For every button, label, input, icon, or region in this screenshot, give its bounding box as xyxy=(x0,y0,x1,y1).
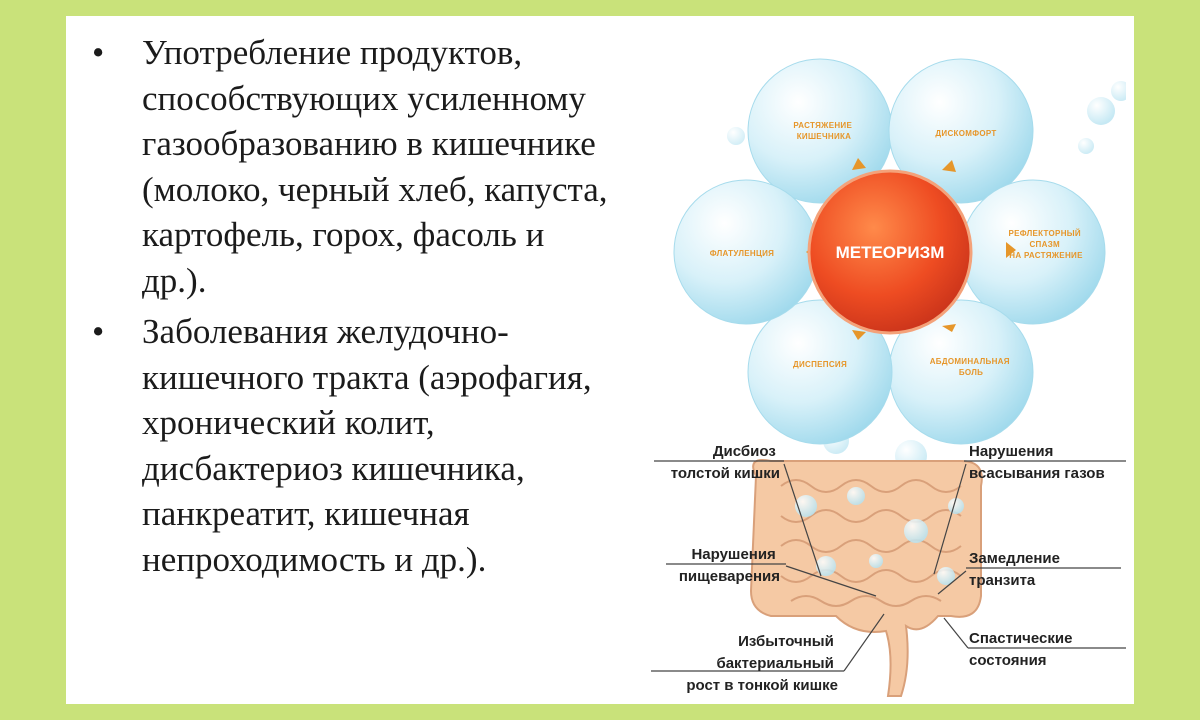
cause-spastic: состояния xyxy=(969,652,1047,669)
bullet-text: Употребление продуктов, способствующих у… xyxy=(142,33,608,300)
svg-text:Замедление транзита: Замедление транзита xyxy=(969,550,1064,589)
svg-text:Нарушения всасывания газ: Нарушения всасывания газов xyxy=(969,443,1105,482)
svg-text:Нарушения пищеварения: Нарушения пищеварения xyxy=(679,546,780,585)
pointer-lines xyxy=(651,460,1126,672)
svg-text:РЕФЛЕКТОРНЫЙ СПАЗМ: РЕФЛЕКТОРНЫЙ СПАЗМ НА РАСТЯЖЕНИЕ xyxy=(1009,229,1084,260)
cause-digestion: пищеварения xyxy=(679,568,780,585)
cause-dysbiosis: толстой кишки xyxy=(671,465,780,482)
cause-transit: Замедление xyxy=(969,550,1060,567)
meteorism-center-label: МЕТЕОРИЗМ xyxy=(836,243,945,262)
petal-label-right: НА РАСТЯЖЕНИЕ xyxy=(1009,251,1083,260)
petal-label-left: ФЛАТУЛЕНЦИЯ xyxy=(710,249,774,258)
svg-text:ФЛАТУЛЕНЦИЯ: ФЛАТУЛЕНЦИЯ xyxy=(710,249,774,258)
petal-label-right: РЕФЛЕКТОРНЫЙ xyxy=(1009,229,1081,238)
svg-text:ДИСПЕПСИЯ: ДИСПЕПСИЯ xyxy=(793,360,847,369)
svg-text:АБДОМИНАЛЬНАЯ БОЛЬ: АБДОМИНАЛЬНАЯ БОЛЬ xyxy=(930,357,1013,377)
svg-text:Спастические состояния: Спастические состояния xyxy=(969,630,1077,669)
svg-text:Избыточный бактериальный: Избыточный бактериальный рост в тонкой к… xyxy=(686,633,838,694)
cause-bacterial: рост в тонкой кишке xyxy=(686,677,838,694)
petal-label-bottom-right: БОЛЬ xyxy=(959,368,983,377)
svg-text:ДИСКОМФОРТ: ДИСКОМФОРТ xyxy=(935,129,996,138)
bullet-text: Заболевания желудочно-кишечного тракта (… xyxy=(142,312,592,579)
intestine-illustration xyxy=(749,459,983,697)
bullet-marker: • xyxy=(92,312,105,351)
bullet-list: • Употребление продуктов, способствующих… xyxy=(92,30,612,582)
petal-label-top-right: ДИСКОМФОРТ xyxy=(935,129,996,138)
svg-text:Дисбиоз толстой кишки: Дисбиоз толстой кишки xyxy=(671,443,780,482)
meteorism-diagram: МЕТЕОРИЗМ РАСТЯЖЕНИЕ КИШЕЧНИКА ДИСКОМФОР… xyxy=(651,58,1126,697)
petal-top-right-bubble xyxy=(888,58,1034,204)
cause-bacterial: Избыточный xyxy=(738,633,834,650)
petal-label-right: СПАЗМ xyxy=(1029,240,1060,249)
bullet-item: • Заболевания желудочно-кишечного тракта… xyxy=(92,309,612,582)
cause-spastic: Спастические xyxy=(969,630,1072,647)
petal-label-bottom-left: ДИСПЕПСИЯ xyxy=(793,360,847,369)
bullet-item: • Употребление продуктов, способствующих… xyxy=(92,30,612,303)
cause-transit: транзита xyxy=(969,572,1036,589)
cause-digestion: Нарушения xyxy=(691,546,775,563)
bullet-marker: • xyxy=(92,33,105,72)
cause-absorption: Нарушения xyxy=(969,443,1053,460)
petal-label-top-left: КИШЕЧНИКА xyxy=(797,132,852,141)
cause-bacterial: бактериальный xyxy=(716,655,833,672)
cause-absorption: всасывания газов xyxy=(969,465,1105,482)
cause-dysbiosis: Дисбиоз xyxy=(713,443,776,460)
petal-label-top-left: РАСТЯЖЕНИЕ xyxy=(793,121,852,130)
slide: • Употребление продуктов, способствующих… xyxy=(66,16,1134,704)
svg-text:РАСТЯЖЕНИЕ КИШЕЧНИКА: РАСТЯЖЕНИЕ КИШЕЧНИКА xyxy=(793,121,854,141)
meteorism-center xyxy=(807,169,973,335)
petal-label-bottom-right: АБДОМИНАЛЬНАЯ xyxy=(930,357,1010,366)
